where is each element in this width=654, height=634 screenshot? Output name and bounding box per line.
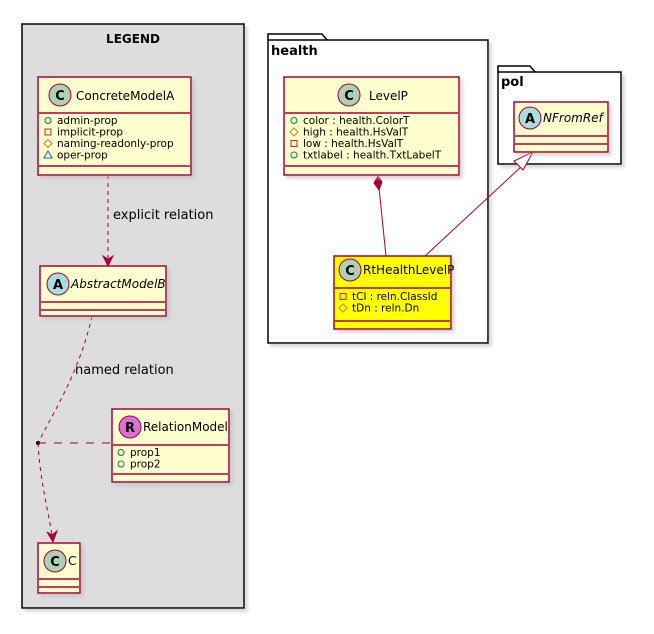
class-stereotype-letter: R bbox=[125, 421, 135, 436]
inheritance-edge bbox=[424, 165, 523, 257]
class-stereotype-c-icon bbox=[338, 258, 362, 282]
visibility-private-icon bbox=[44, 128, 52, 136]
class-stereotype-a-icon bbox=[46, 272, 70, 296]
visibility-private-icon bbox=[290, 140, 298, 147]
class-field: admin-prop bbox=[57, 115, 118, 127]
class-name: AbstractModelB bbox=[70, 277, 166, 291]
class-stereotype-c-icon bbox=[43, 549, 67, 573]
class-field: low : health.HsValT bbox=[303, 138, 404, 150]
class-field: tDn : reln.Dn bbox=[352, 303, 419, 315]
class-field: implicit-prop bbox=[57, 127, 123, 139]
class-field: color : health.ColorT bbox=[303, 115, 410, 127]
class-stereotype-a-icon bbox=[518, 106, 542, 130]
legend-title: LEGEND bbox=[106, 32, 160, 46]
edges: explicit relation named relation bbox=[36, 150, 535, 544]
class-abstract-model-b[interactable]: A AbstractModelB bbox=[39, 265, 167, 317]
class-stereotype-letter: A bbox=[53, 278, 63, 293]
class-field: prop2 bbox=[130, 459, 161, 471]
composition-diamond bbox=[373, 175, 383, 192]
class-name: C bbox=[68, 554, 76, 568]
visibility-public-icon bbox=[117, 449, 125, 456]
health-package-name: health bbox=[271, 44, 318, 59]
class-field: naming-readonly-prop bbox=[57, 138, 174, 150]
visibility-protected-icon bbox=[338, 303, 348, 313]
visibility-public-icon bbox=[44, 117, 52, 124]
visibility-protected-icon bbox=[43, 138, 53, 149]
named-relation-edge-lower bbox=[37, 442, 53, 536]
visibility-public-icon bbox=[290, 117, 298, 124]
named-relation-edge-upper bbox=[37, 315, 93, 444]
class-field: prop1 bbox=[130, 447, 161, 459]
visibility-private-icon bbox=[339, 293, 347, 300]
composition-edge bbox=[377, 177, 387, 257]
class-name: RtHealthLevelP bbox=[363, 263, 454, 277]
inheritance-arrowhead bbox=[513, 150, 535, 171]
class-stereotype-c-icon bbox=[48, 83, 72, 107]
named-relation-arrowhead bbox=[46, 529, 59, 544]
class-field: tCl : reln.ClassId bbox=[352, 291, 437, 303]
class-stereotype-letter: C bbox=[344, 89, 354, 104]
named-relation-label: named relation bbox=[75, 363, 174, 378]
class-stereotype-letter: C bbox=[345, 264, 355, 279]
class-nfrom-ref[interactable]: A NFromRef bbox=[513, 101, 609, 153]
class-name: NFromRef bbox=[543, 111, 605, 125]
class-stereotype-letter: C bbox=[55, 89, 65, 104]
class-field: high : health.HsValT bbox=[303, 127, 409, 139]
visibility-protected-icon bbox=[289, 127, 299, 137]
class-concrete-model-a[interactable]: C ConcreteModelA admin-propimplicit-prop… bbox=[37, 76, 192, 176]
explicit-relation-label: explicit relation bbox=[113, 208, 213, 223]
concrete-model-fields: admin-propimplicit-propnaming-readonly-p… bbox=[43, 115, 174, 162]
visibility-public-icon bbox=[290, 151, 298, 159]
class-stereotype-letter: C bbox=[50, 555, 60, 570]
visibility-public-icon bbox=[117, 460, 125, 468]
explicit-relation-arrowhead bbox=[101, 254, 115, 268]
class-name: RelationModel bbox=[143, 420, 228, 434]
visibility-package-icon bbox=[43, 149, 53, 159]
pol-package-tab bbox=[497, 65, 536, 73]
class-c[interactable]: C C bbox=[37, 542, 81, 594]
pol-package-name: pol bbox=[501, 75, 524, 90]
class-stereotype-c-icon bbox=[337, 83, 361, 107]
class-stereotype-r-icon bbox=[118, 415, 142, 439]
class-field: oper-prop bbox=[57, 150, 108, 162]
class-field: txtlabel : health.TxtLabelT bbox=[303, 150, 442, 162]
class-name: ConcreteModelA bbox=[76, 89, 175, 103]
class-name: LevelP bbox=[369, 89, 408, 103]
health-package-tab bbox=[267, 33, 328, 41]
class-stereotype-letter: A bbox=[525, 112, 535, 127]
